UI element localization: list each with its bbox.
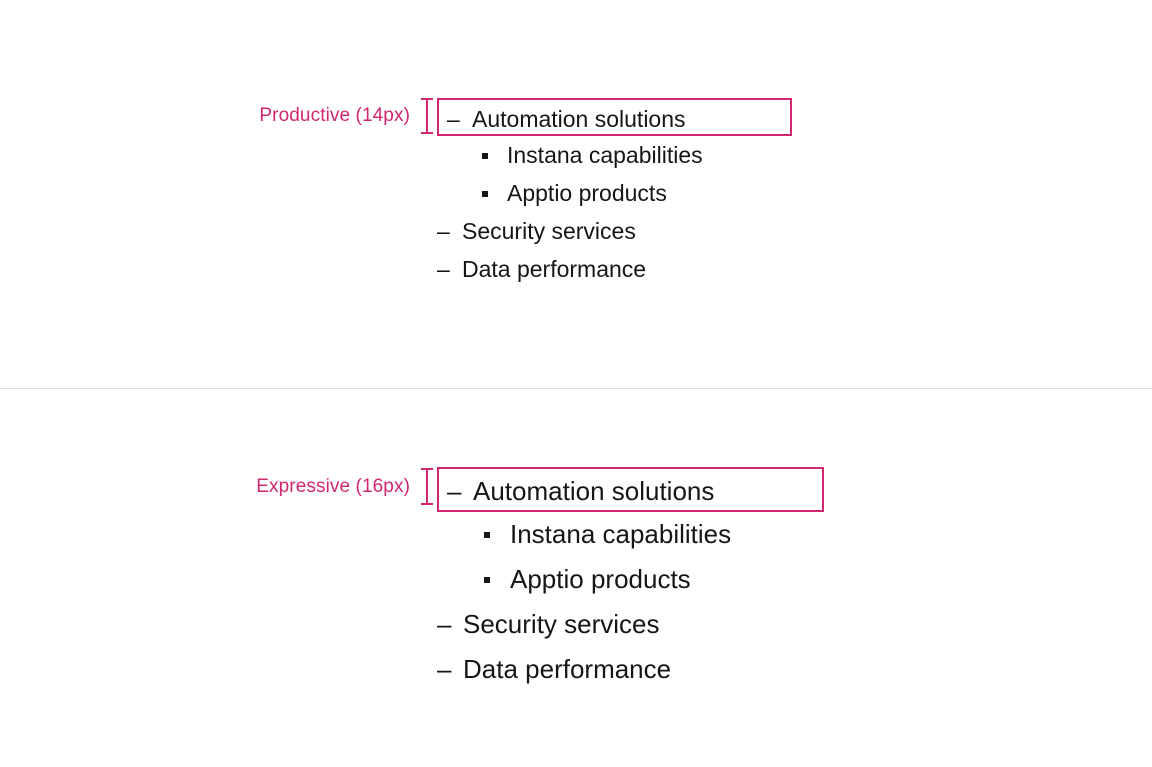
list-item-label: Data performance <box>462 256 647 282</box>
list-item[interactable]: Apptio products <box>437 174 792 212</box>
square-bullet-icon <box>482 174 507 212</box>
bracket-stem <box>426 98 428 134</box>
en-dash-marker-icon: – <box>437 218 450 244</box>
list-item-label: Security services <box>463 609 660 639</box>
bracket-stem <box>426 468 428 505</box>
list-item[interactable]: – Security services <box>437 602 824 647</box>
list-item[interactable]: Apptio products <box>437 557 824 602</box>
en-dash-marker-icon: – <box>437 609 452 639</box>
square-bullet-icon <box>484 512 510 557</box>
en-dash-marker-icon: – <box>447 476 462 506</box>
square-bullet-icon <box>484 557 510 602</box>
annotation-label-productive: Productive (14px) <box>259 105 410 126</box>
list-item[interactable]: Instana capabilities <box>437 136 792 174</box>
list-item[interactable]: – Data performance <box>437 250 792 288</box>
bracket-cap-bottom <box>421 503 433 505</box>
bracket-cap-bottom <box>421 132 433 134</box>
annotation-productive: Productive (14px) <box>219 98 444 134</box>
list-item-label: Automation solutions <box>472 106 686 132</box>
list-item[interactable]: – Security services <box>437 212 792 250</box>
list-item-label: Instana capabilities <box>510 519 732 549</box>
spec-section-expressive: Expressive (16px) – Automation solutions… <box>0 389 1152 767</box>
list-item-label: Data performance <box>463 654 672 684</box>
annotation-expressive: Expressive (16px) <box>219 468 444 505</box>
list-expressive: – Automation solutions Instana capabilit… <box>437 467 824 692</box>
list-item[interactable]: – Automation solutions <box>437 467 824 512</box>
en-dash-marker-icon: – <box>437 256 450 282</box>
i-beam-measure-icon <box>421 98 433 134</box>
list-item-label: Instana capabilities <box>507 142 703 168</box>
list-item[interactable]: Instana capabilities <box>437 512 824 557</box>
list-item-label: Apptio products <box>507 180 667 206</box>
en-dash-marker-icon: – <box>447 106 460 132</box>
annotation-label-expressive: Expressive (16px) <box>256 475 410 497</box>
bracket-cap-top <box>421 98 433 100</box>
section-divider <box>0 388 1152 389</box>
spec-section-productive: Productive (14px) – Automation solutions… <box>219 98 792 288</box>
list-item[interactable]: – Automation solutions <box>437 98 792 136</box>
square-bullet-icon <box>482 136 507 174</box>
en-dash-marker-icon: – <box>437 654 452 684</box>
list-item-label: Apptio products <box>510 564 691 594</box>
i-beam-measure-icon <box>421 468 433 505</box>
list-item-label: Automation solutions <box>473 476 715 506</box>
list-item[interactable]: – Data performance <box>437 647 824 692</box>
list-item-label: Security services <box>462 218 636 244</box>
bracket-cap-top <box>421 468 433 470</box>
list-productive: – Automation solutions Instana capabilit… <box>437 98 792 288</box>
